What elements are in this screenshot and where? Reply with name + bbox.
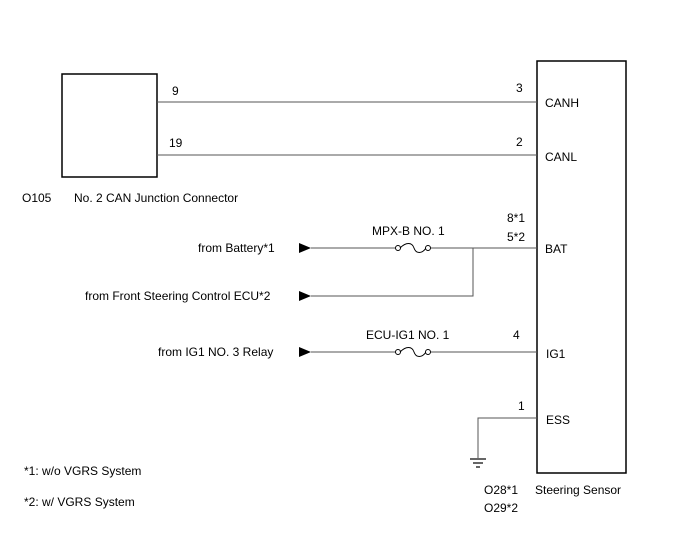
junction-pin-canl: 19 <box>169 136 183 150</box>
fuse-ecu-ig1-terminal-left <box>395 349 401 355</box>
terminal-label-bat: BAT <box>545 242 568 256</box>
fuse-mpx-b-label: MPX-B NO. 1 <box>372 224 445 238</box>
arrow-battery-icon <box>299 243 311 253</box>
ground-icon <box>470 458 486 468</box>
steering-sensor-box <box>536 60 627 474</box>
junction-connector-name: No. 2 CAN Junction Connector <box>74 191 238 205</box>
sensor-pin-bat-1: 8*1 <box>507 211 525 225</box>
fuse-mpx-b-terminal-right <box>425 245 431 251</box>
footnote-1: *1: w/o VGRS System <box>24 464 141 478</box>
sensor-pin-canl: 2 <box>516 135 523 149</box>
fuse-ecu-ig1-icon <box>399 347 427 357</box>
sensor-pin-ess: 1 <box>518 399 525 413</box>
junction-connector-box <box>61 73 158 178</box>
fuse-ecu-ig1-terminal-right <box>425 349 431 355</box>
steering-sensor-name: Steering Sensor <box>535 483 621 497</box>
steering-sensor-code-2: O29*2 <box>484 501 518 515</box>
sensor-pin-bat-2: 5*2 <box>507 230 525 244</box>
source-front-steering-ecu: from Front Steering Control ECU*2 <box>85 289 271 303</box>
fuse-ecu-ig1-label: ECU-IG1 NO. 1 <box>366 328 450 342</box>
arrow-front-steering-ecu-icon <box>299 291 311 301</box>
ess-wire <box>477 417 537 458</box>
terminal-label-canh: CANH <box>545 96 579 110</box>
front-steering-ecu-wire <box>311 248 474 297</box>
source-ig1-relay: from IG1 NO. 3 Relay <box>158 345 273 359</box>
junction-connector-code: O105 <box>22 191 52 205</box>
fuse-mpx-b-terminal-left <box>395 245 401 251</box>
fuse-mpx-b-icon <box>399 243 427 253</box>
sensor-pin-canh: 3 <box>516 81 523 95</box>
terminal-label-ess: ESS <box>546 413 570 427</box>
terminal-label-canl: CANL <box>545 150 577 164</box>
footnote-2: *2: w/ VGRS System <box>24 495 135 509</box>
source-battery: from Battery*1 <box>198 241 275 255</box>
arrow-ig1-relay-icon <box>299 347 311 357</box>
steering-sensor-code-1: O28*1 <box>484 483 518 497</box>
terminal-label-ig1: IG1 <box>546 347 566 361</box>
junction-pin-canh: 9 <box>172 84 179 98</box>
sensor-pin-ig1: 4 <box>513 328 520 342</box>
